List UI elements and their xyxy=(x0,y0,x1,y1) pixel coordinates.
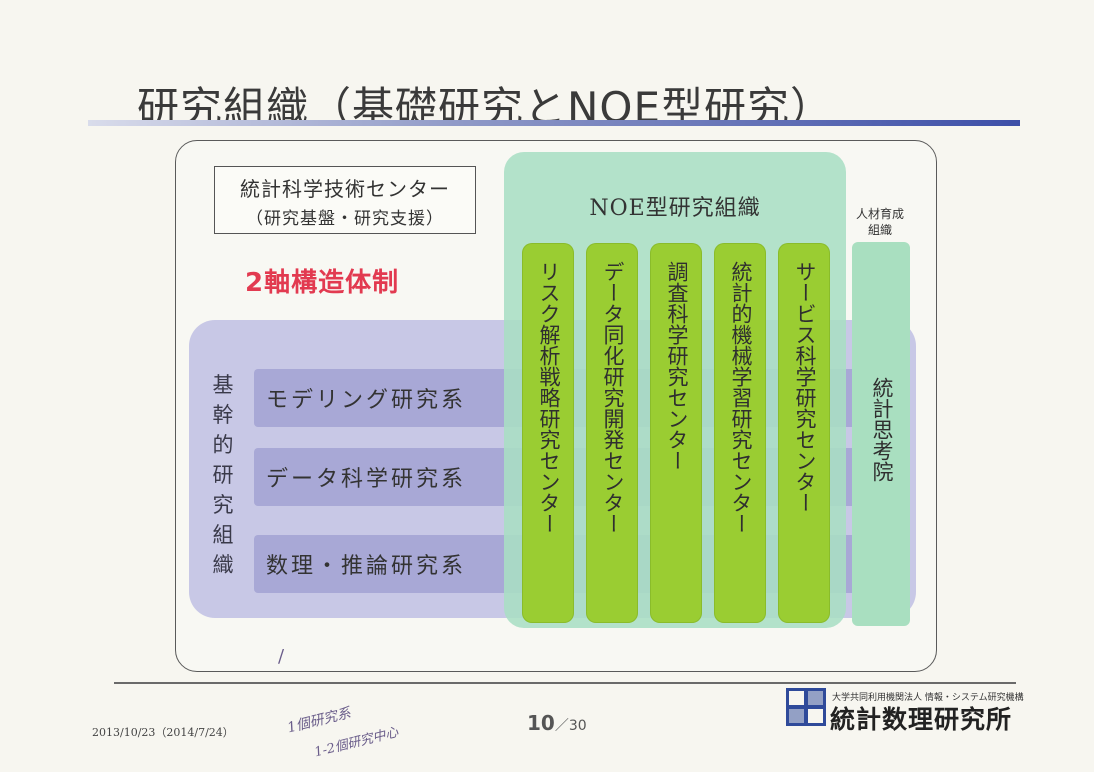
handwritten-mark: / xyxy=(278,646,285,667)
center-subtitle: （研究基盤・研究支援） xyxy=(246,209,444,229)
research-center-pillar: 統計的機械学習研究センター xyxy=(714,243,766,623)
research-center-label: 統計的機械学習研究センター xyxy=(729,261,753,534)
base-research-label: 基幹的研究組織 xyxy=(212,373,234,577)
research-division-label: 数理・推論研究系 xyxy=(266,554,467,579)
title-underline xyxy=(88,120,1020,126)
research-center-pillar: データ同化研究開発センター xyxy=(586,243,638,623)
footer-divider xyxy=(114,682,1016,684)
research-center-label: サービス科学研究センター xyxy=(793,261,817,513)
handwritten-note: 1個研究系 xyxy=(285,705,353,737)
talent-development-label: 人材育成 組織 xyxy=(848,206,912,238)
two-axis-label: 2軸構造体制 xyxy=(245,268,400,298)
research-center-pillar: リスク解析戦略研究センター xyxy=(522,243,574,623)
research-center-pillar: 調査科学研究センター xyxy=(650,243,702,623)
institute-logo-icon xyxy=(786,688,826,726)
talent-institute-name: 統計思考院 xyxy=(870,377,894,482)
research-center-pillar: サービス科学研究センター xyxy=(778,243,830,623)
research-division-label: モデリング研究系 xyxy=(266,388,467,413)
logo-name: 統計数理研究所 xyxy=(830,705,1013,734)
noe-research-title: NOE型研究組織 xyxy=(589,196,761,221)
research-center-label: 調査科学研究センター xyxy=(665,261,689,471)
research-center-label: データ同化研究開発センター xyxy=(601,261,625,534)
talent-label-line: 人材育成 xyxy=(855,207,904,221)
statistical-tech-center-box: 統計科学技術センター （研究基盤・研究支援） xyxy=(214,166,476,234)
center-name: 統計科学技術センター xyxy=(240,177,450,201)
research-division-label: データ科学研究系 xyxy=(266,467,467,492)
page-current: 10 xyxy=(527,711,555,735)
research-center-label: リスク解析戦略研究センター xyxy=(537,261,561,534)
talent-label-line: 組織 xyxy=(867,223,892,237)
page-total: 30 xyxy=(568,718,587,734)
page-number: 10／30 xyxy=(527,711,587,735)
talent-development-column: 統計思考院 xyxy=(852,242,910,626)
logo-organization: 大学共同利用機関法人 情報・システム研究機構 xyxy=(832,693,1024,703)
slide-date: 2013/10/23（2014/7/24） xyxy=(92,726,234,739)
